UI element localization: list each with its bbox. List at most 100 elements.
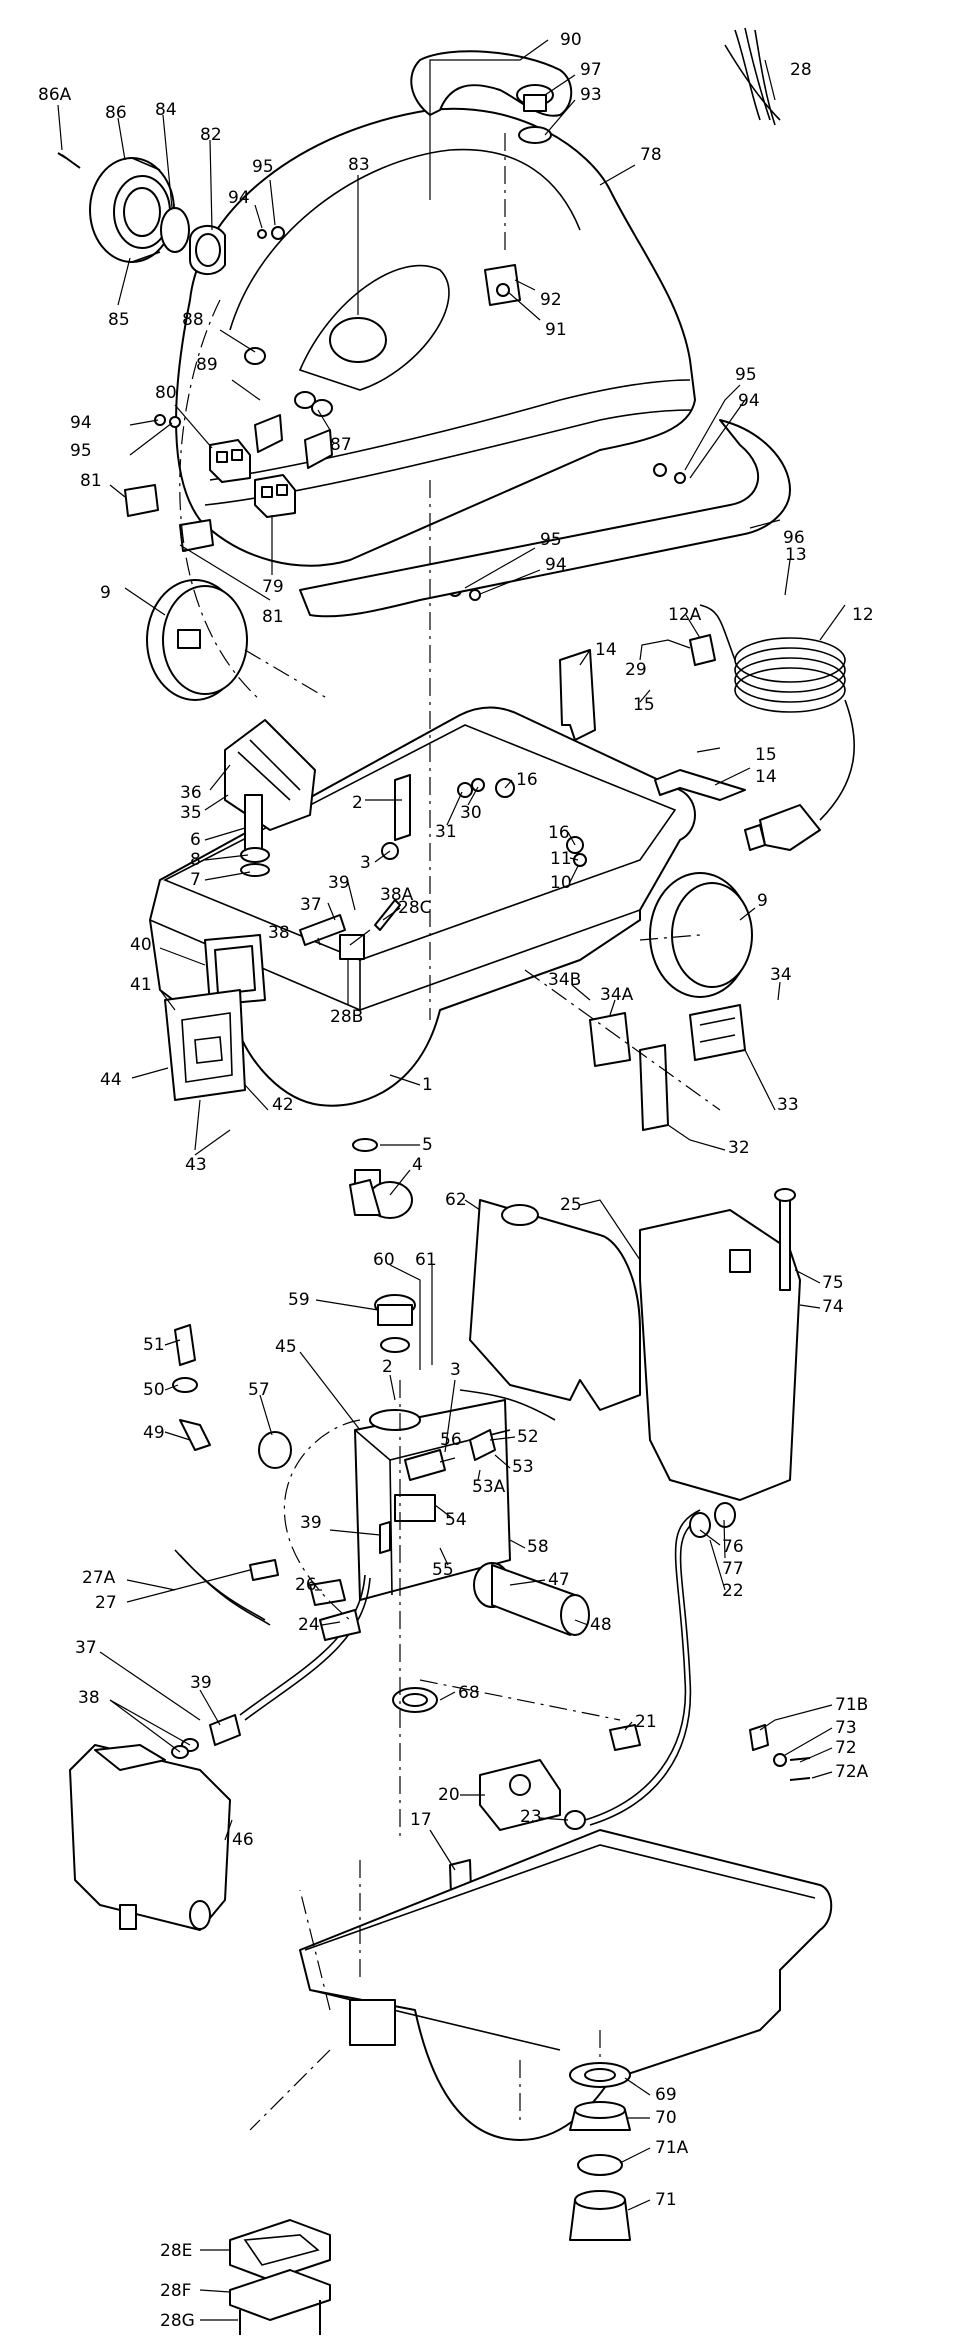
- label-86: 86: [105, 103, 127, 123]
- label-76: 76: [722, 1537, 744, 1557]
- switch-cover-81a: [124, 484, 159, 517]
- cap-59: [374, 1294, 416, 1353]
- label-94: 94: [545, 555, 567, 575]
- label-53: 53: [512, 1457, 534, 1477]
- label-9: 9: [100, 583, 111, 603]
- label-95: 95: [735, 365, 757, 385]
- wheel-9a: [146, 579, 248, 701]
- label-71a: 71A: [655, 2138, 689, 2158]
- label-47: 47: [548, 1570, 570, 1590]
- label-44: 44: [100, 1070, 122, 1090]
- label-4: 4: [412, 1155, 423, 1175]
- label-94: 94: [738, 391, 760, 411]
- label-73: 73: [835, 1718, 857, 1738]
- label-80: 80: [155, 383, 177, 403]
- label-34b: 34B: [548, 970, 581, 990]
- label-29: 29: [625, 660, 647, 680]
- label-12a: 12A: [668, 605, 702, 625]
- label-3: 3: [360, 853, 371, 873]
- label-79: 79: [262, 577, 284, 597]
- filter-28f: [229, 2269, 331, 2321]
- switch-80: [209, 439, 251, 483]
- label-84: 84: [155, 100, 177, 120]
- label-95: 95: [70, 441, 92, 461]
- label-97: 97: [580, 60, 602, 80]
- label-71: 71: [655, 2190, 677, 2210]
- control-panel-35: [224, 719, 316, 831]
- label-95: 95: [540, 530, 562, 550]
- label-24: 24: [298, 1615, 320, 1635]
- label-62: 62: [445, 1190, 467, 1210]
- label-28f: 28F: [160, 2281, 191, 2301]
- label-92: 92: [540, 290, 562, 310]
- label-45: 45: [275, 1337, 297, 1357]
- label-94: 94: [228, 188, 250, 208]
- label-23: 23: [520, 1807, 542, 1827]
- label-53a: 53A: [472, 1477, 506, 1497]
- ring-84: [160, 207, 190, 253]
- label-14: 14: [755, 767, 777, 787]
- ring-93: [518, 126, 552, 144]
- label-77: 77: [722, 1559, 744, 1579]
- label-31: 31: [435, 822, 457, 842]
- label-6: 6: [190, 830, 201, 850]
- label-39: 39: [300, 1513, 322, 1533]
- label-35: 35: [180, 803, 202, 823]
- lower-assembly: [69, 1188, 833, 2335]
- label-41: 41: [130, 975, 152, 995]
- label-38: 38: [268, 923, 290, 943]
- label-74: 74: [822, 1297, 844, 1317]
- label-39: 39: [190, 1673, 212, 1693]
- label-5: 5: [422, 1135, 433, 1155]
- label-25: 25: [560, 1195, 582, 1215]
- label-36: 36: [180, 783, 202, 803]
- assembly-guides: [179, 130, 721, 2131]
- part-labels: 86A 86 84 82 95 94 83 85 88 89 80 94 95 …: [38, 30, 874, 2331]
- cover-hood: [175, 107, 696, 567]
- label-14: 14: [595, 640, 617, 660]
- switch-79: [254, 474, 296, 518]
- connector-box-40: [164, 934, 266, 1101]
- pump-20: [479, 1759, 561, 1831]
- label-58: 58: [527, 1537, 549, 1557]
- label-72: 72: [835, 1738, 857, 1758]
- label-82: 82: [200, 125, 222, 145]
- label-60: 60: [373, 1250, 395, 1270]
- label-81: 81: [262, 607, 284, 627]
- label-54: 54: [445, 1510, 467, 1530]
- port-83: [329, 317, 387, 363]
- label-30: 30: [460, 803, 482, 823]
- label-33: 33: [777, 1095, 799, 1115]
- label-83: 83: [348, 155, 370, 175]
- label-50: 50: [143, 1380, 165, 1400]
- washer-5: [352, 1138, 378, 1152]
- label-2: 2: [382, 1357, 393, 1377]
- label-34: 34: [770, 965, 792, 985]
- label-28e: 28E: [160, 2241, 192, 2261]
- caster-4: [349, 1169, 413, 1219]
- label-38a: 38A: [380, 885, 414, 905]
- relay-34a: [589, 1012, 669, 1131]
- label-34a: 34A: [600, 985, 634, 1005]
- label-75: 75: [822, 1273, 844, 1293]
- wheel-9b: [649, 872, 753, 998]
- handle: [410, 50, 573, 117]
- ring-71a: [577, 2154, 623, 2176]
- label-40: 40: [130, 935, 152, 955]
- label-95: 95: [252, 157, 274, 177]
- upper-assembly: [57, 27, 791, 618]
- label-15: 15: [755, 745, 777, 765]
- bumper-96: [299, 419, 791, 618]
- label-1: 1: [422, 1075, 433, 1095]
- label-42: 42: [272, 1095, 294, 1115]
- label-49: 49: [143, 1423, 165, 1443]
- label-88: 88: [182, 310, 204, 330]
- label-32: 32: [728, 1138, 750, 1158]
- vent-28e: [229, 2219, 331, 2281]
- label-85: 85: [108, 310, 130, 330]
- cover-46: [69, 1744, 231, 1931]
- label-71b: 71B: [835, 1695, 868, 1715]
- label-26: 26: [295, 1575, 317, 1595]
- tank-74: [639, 1209, 801, 1501]
